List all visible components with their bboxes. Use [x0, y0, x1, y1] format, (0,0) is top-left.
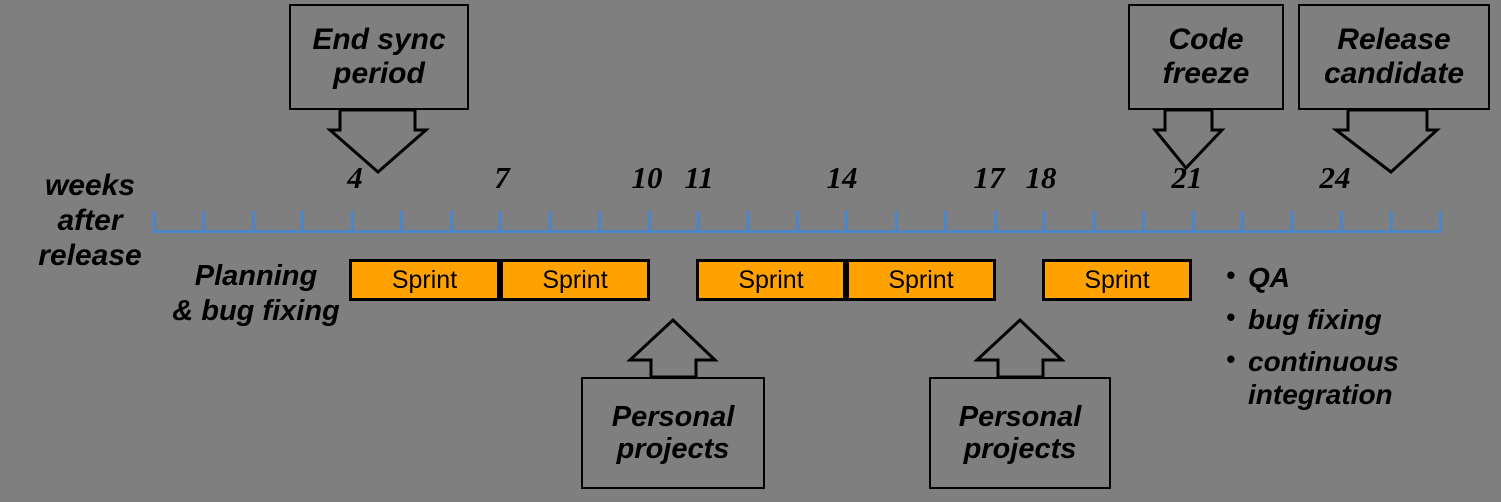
callout-personal-projects-1[interactable]: Personal projects — [581, 377, 765, 489]
axis-caption-line3: release — [38, 239, 142, 273]
axis-tick — [796, 211, 799, 233]
axis-tick — [845, 211, 848, 233]
sprint-box-3[interactable]: Sprint — [696, 259, 846, 301]
list-item: • bug fixing — [1226, 302, 1399, 336]
callout-code-freeze[interactable]: Code freeze — [1128, 4, 1284, 110]
week-label-11: 11 — [684, 160, 714, 195]
axis-tick — [549, 211, 552, 233]
bullet-text-bug-fixing: bug fixing — [1248, 304, 1382, 336]
axis-tick — [1241, 211, 1244, 233]
callout-end-sync-line1: End sync — [312, 23, 446, 57]
sprint-box-2[interactable]: Sprint — [500, 259, 650, 301]
callout-personal-projects-1-line1: Personal — [611, 400, 735, 433]
axis-tick — [648, 211, 651, 233]
arrow-up-personal-projects-1 — [626, 317, 719, 379]
callout-release-candidate-line2: candidate — [1323, 57, 1465, 90]
sprint-box-5[interactable]: Sprint — [1042, 259, 1192, 301]
axis-tick — [301, 211, 304, 233]
axis-tick — [1043, 211, 1046, 233]
notes-bullet-list: • QA • bug fixing • continuous integrati… — [1226, 260, 1399, 420]
axis-tick — [895, 211, 898, 233]
axis-tick — [747, 211, 750, 233]
sprint-box-1[interactable]: Sprint — [349, 259, 500, 301]
sprint-box-4[interactable]: Sprint — [846, 259, 996, 301]
list-item: • QA — [1226, 260, 1399, 294]
axis-tick — [499, 211, 502, 233]
planning-caption-line2: & bug fixing — [172, 294, 340, 327]
bullet-marker-icon: • — [1226, 302, 1236, 333]
planning-caption-line1: Planning — [194, 260, 318, 292]
bullet-text-continuous-integration: continuous integration — [1248, 346, 1399, 411]
week-label-7: 7 — [494, 160, 510, 195]
callout-release-candidate-line1: Release — [1337, 23, 1451, 57]
axis-tick — [202, 211, 205, 233]
week-label-21: 21 — [1171, 160, 1203, 195]
week-label-24: 24 — [1319, 160, 1351, 195]
callout-end-sync-line2: period — [333, 57, 425, 90]
arrow-up-personal-projects-2 — [973, 317, 1066, 379]
callout-personal-projects-2[interactable]: Personal projects — [929, 377, 1111, 489]
axis-caption-line2: after — [57, 204, 123, 238]
axis-tick — [1390, 211, 1393, 233]
week-label-10: 10 — [631, 160, 663, 195]
axis-tick — [351, 211, 354, 233]
week-label-4: 4 — [347, 160, 363, 195]
axis-caption: weeks after release — [14, 168, 166, 273]
list-item: • continuous integration — [1226, 344, 1399, 411]
week-label-17: 17 — [973, 160, 1005, 195]
axis-tick — [697, 211, 700, 233]
axis-tick — [994, 211, 997, 233]
axis-tick — [450, 211, 453, 233]
bullet-text-qa: QA — [1248, 262, 1290, 293]
axis-tick — [400, 211, 403, 233]
axis-tick — [944, 211, 947, 233]
week-label-18: 18 — [1025, 160, 1057, 195]
axis-tick — [252, 211, 255, 233]
axis-tick — [153, 211, 156, 233]
axis-tick — [1291, 211, 1294, 233]
callout-end-sync[interactable]: End sync period — [289, 4, 469, 110]
bullet-marker-icon: • — [1226, 260, 1236, 290]
week-label-14: 14 — [826, 160, 858, 195]
callout-personal-projects-1-line2: projects — [616, 433, 730, 465]
callout-release-candidate[interactable]: Release candidate — [1298, 4, 1490, 110]
callout-personal-projects-2-line2: projects — [963, 433, 1077, 465]
bullet-marker-icon: • — [1226, 344, 1236, 375]
axis-tick — [1142, 211, 1145, 233]
axis-tick — [1340, 211, 1343, 233]
axis-tick — [1093, 211, 1096, 233]
callout-code-freeze-line2: freeze — [1162, 57, 1250, 90]
axis-caption-line1: weeks — [44, 169, 136, 202]
axis-tick — [1439, 211, 1442, 233]
callout-personal-projects-2-line1: Personal — [958, 400, 1082, 433]
planning-caption: Planning & bug fixing — [160, 259, 352, 329]
axis-tick — [1192, 211, 1195, 233]
callout-code-freeze-line1: Code — [1168, 23, 1244, 57]
axis-tick — [598, 211, 601, 233]
